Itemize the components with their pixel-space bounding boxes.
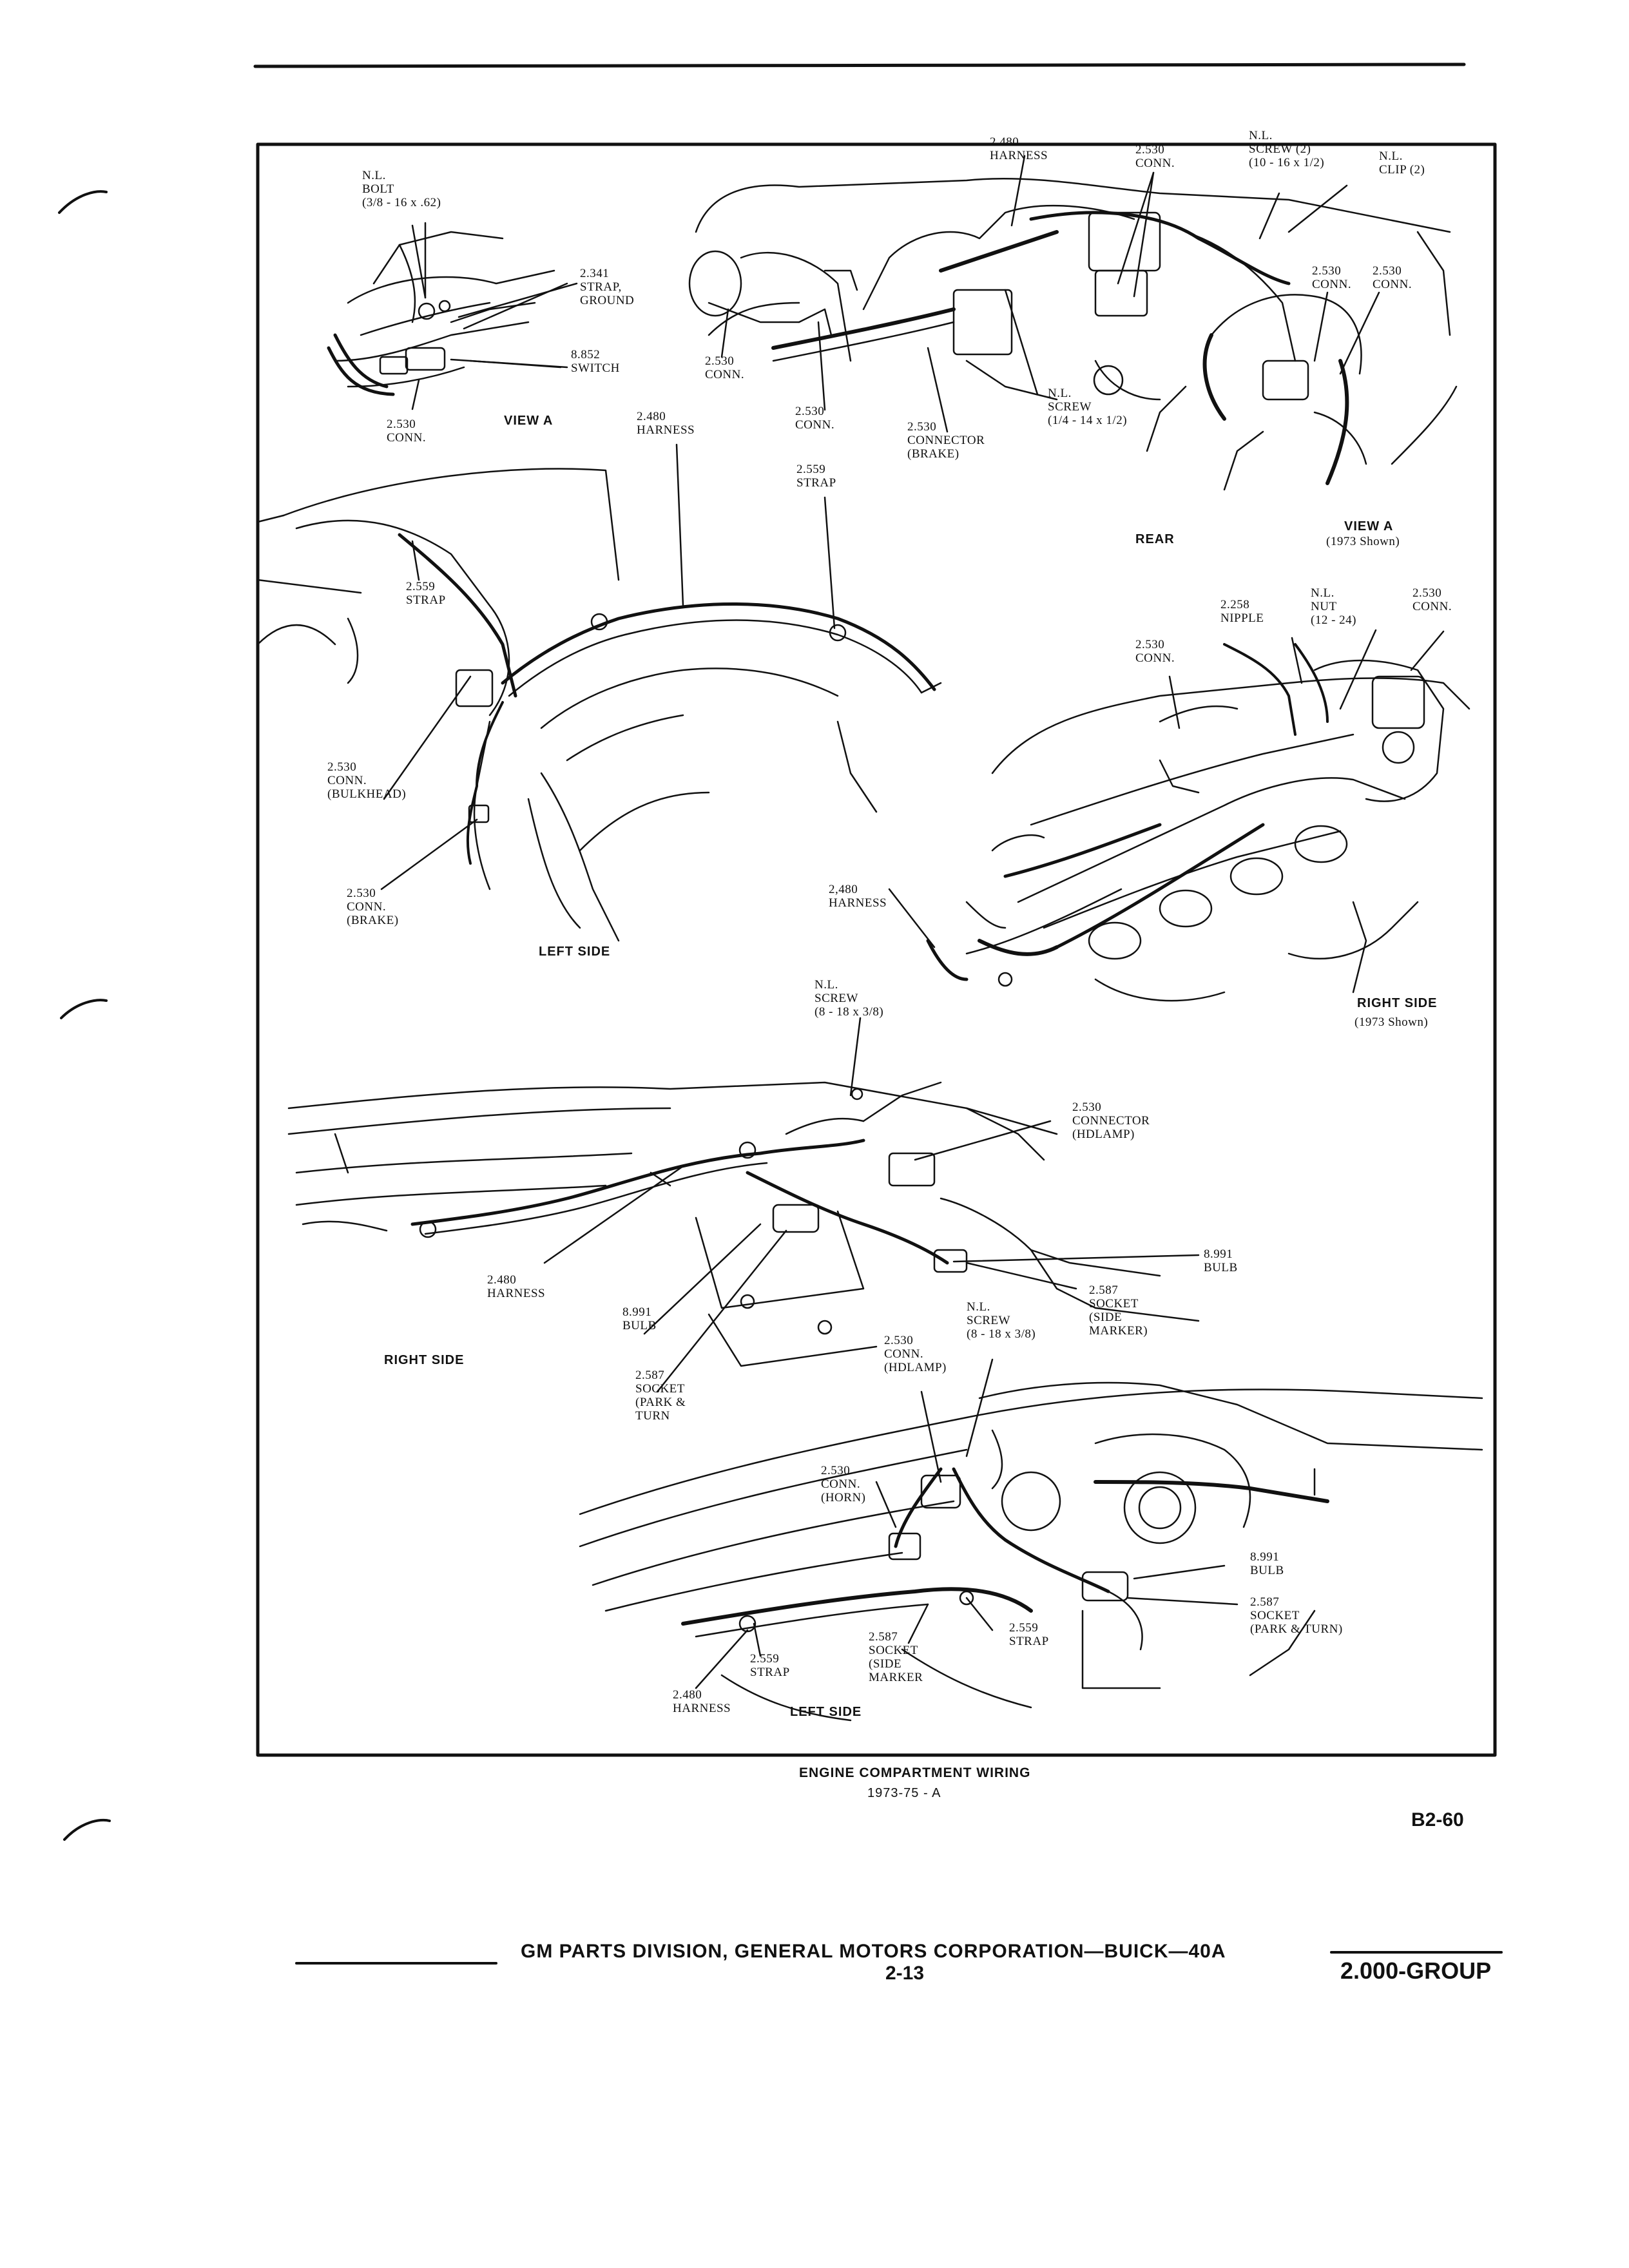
callout-nl-bolt: N.L.BOLT(3/8 - 16 x .62) [362, 169, 441, 209]
right-side-top-title: RIGHT SIDE [1357, 996, 1438, 1010]
view-a-left-title: VIEW A [504, 414, 554, 428]
view-a-right-title: VIEW A [1344, 519, 1394, 533]
callout-screw-2: N.L.SCREW (2)(10 - 16 x 1/2) [1249, 129, 1325, 169]
diagram-caption: ENGINE COMPARTMENT WIRING [799, 1765, 1031, 1780]
left-side-front-art [579, 1381, 1483, 1722]
diagram-subcaption: 1973-75 - A [867, 1786, 941, 1800]
callout-clip-2: N.L.CLIP (2) [1379, 149, 1425, 177]
callout-screw-left-front: N.L.SCREW(8 - 18 x 3/8) [967, 1300, 1036, 1341]
punch-mark [58, 190, 108, 214]
right-side-front-art [287, 1081, 1200, 1367]
footer-group: 2.000-GROUP [1340, 1957, 1492, 1984]
right-side-upper-art [926, 643, 1470, 1002]
view-a-right-note: (1973 Shown) [1326, 535, 1400, 548]
footer-division: GM PARTS DIVISION, GENERAL MOTORS CORPOR… [521, 1941, 1226, 1962]
left-side-top-title: LEFT SIDE [539, 945, 611, 959]
rear-view-art [688, 178, 1458, 491]
left-side-bottom-title: LEFT SIDE [790, 1705, 862, 1719]
callout-nut: N.L.NUT(12 - 24) [1311, 586, 1356, 627]
diagram-frame [256, 142, 1497, 1757]
diagram-code: B2-60 [1411, 1809, 1464, 1831]
callout-screw-right-side: N.L.SCREW(8 - 18 x 3/8) [815, 978, 884, 1019]
right-side-bottom-title: RIGHT SIDE [384, 1353, 465, 1367]
left-side-upper-art [256, 468, 942, 942]
leader-lines [380, 155, 1445, 1689]
rear-title: REAR [1135, 532, 1175, 546]
top-rule [253, 62, 1466, 68]
footer-page-number: 2-13 [885, 1963, 925, 1984]
view-a-left-art [327, 224, 568, 410]
punch-mark [63, 1818, 111, 1841]
punch-mark [60, 999, 108, 1019]
right-side-top-note: (1973 Shown) [1354, 1015, 1429, 1029]
callout-screw-rear: N.L.SCREW(1/4 - 14 x 1/2) [1048, 387, 1128, 427]
